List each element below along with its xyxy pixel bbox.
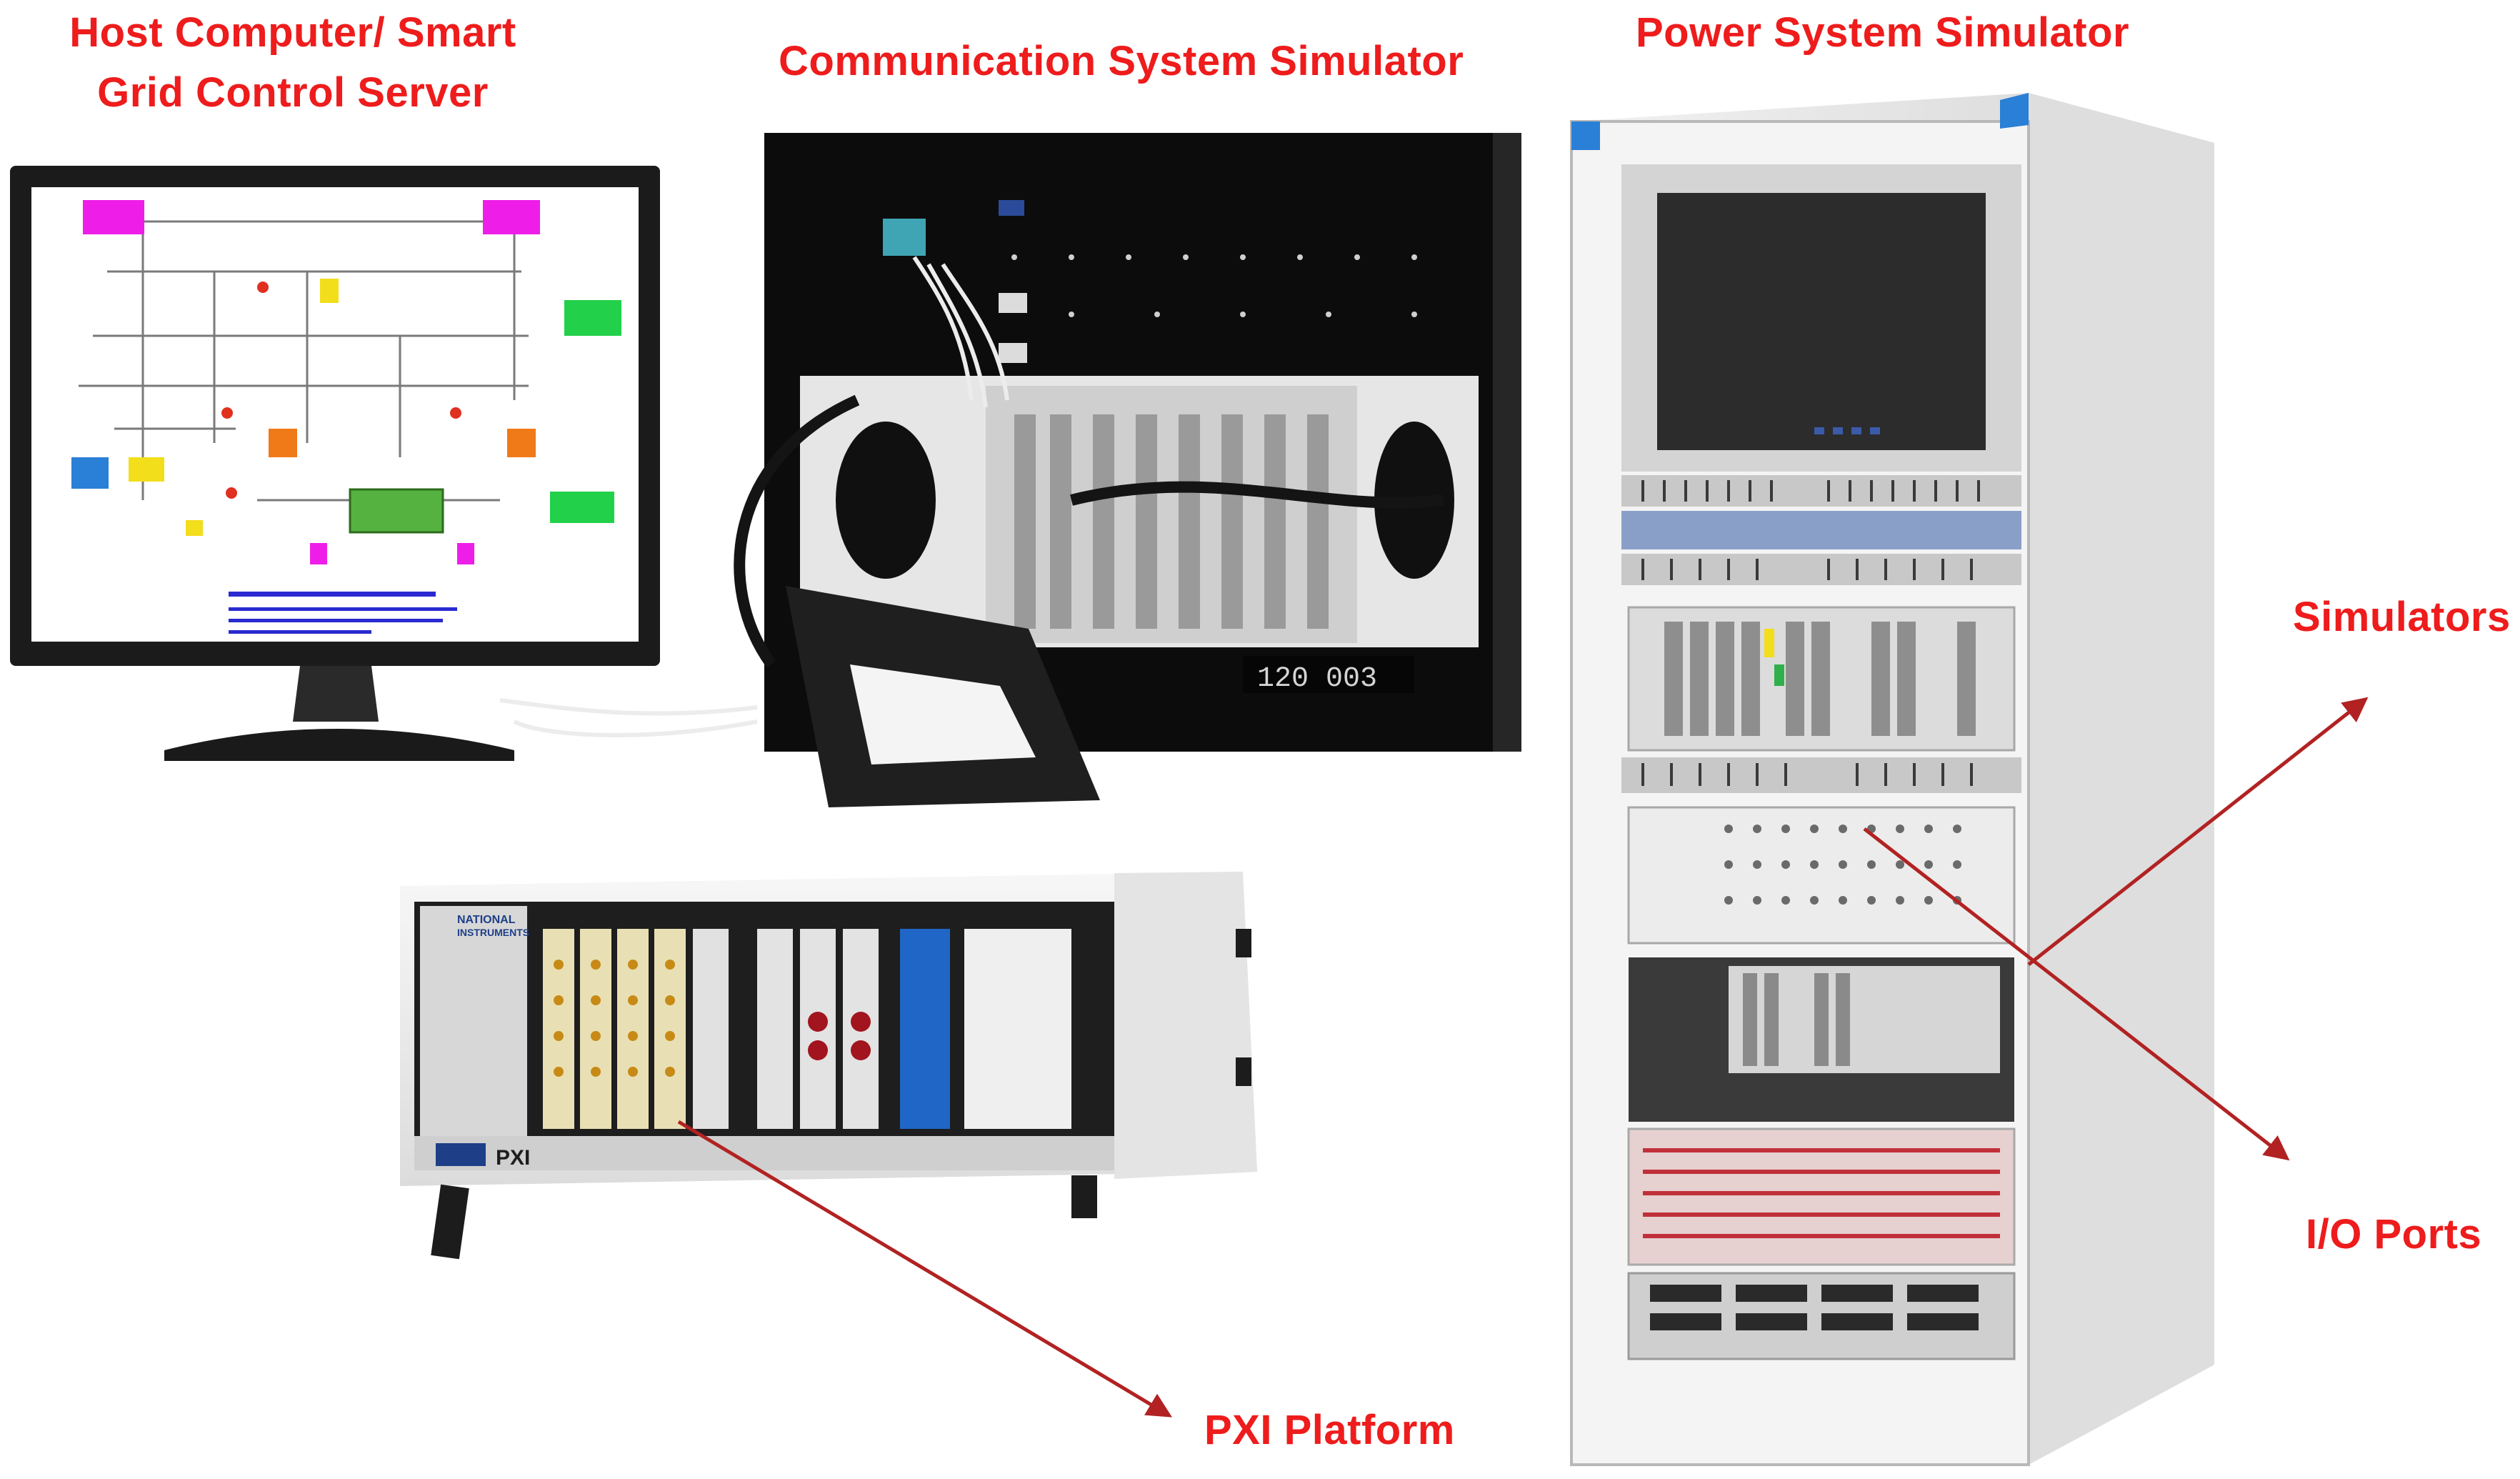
rack-fiber-rows (1643, 1148, 2000, 1238)
comm-connector-blue (999, 200, 1024, 216)
callout-arrows (677, 697, 2369, 1418)
schematic-block-magenta (310, 543, 327, 564)
pxi-smb-connectors (554, 960, 675, 1077)
ni-logo-text: NATIONAL (457, 914, 516, 926)
pxi-module-blue (900, 929, 950, 1129)
schematic-block-yellow (129, 457, 164, 482)
simulators-label: Simulators (2293, 594, 2511, 640)
rack-vent-units (1621, 475, 2021, 793)
rack-storage-bays (1650, 1285, 1979, 1330)
communication-simulator: 120 003 (499, 133, 1521, 807)
comm-lcd-display: 120 003 (1257, 663, 1377, 695)
io-ports-label: I/O Ports (2306, 1211, 2482, 1258)
arrow-to-pxi-platform-label (677, 1120, 1173, 1418)
schematic-block-magenta (457, 543, 474, 564)
screen-caption-lines (229, 592, 457, 634)
comm-pxi-chassis (986, 386, 1357, 643)
rack-corner-blue (1571, 121, 1600, 150)
comm-connector-teal (883, 219, 926, 256)
rack-monitor-screen (1657, 193, 1986, 450)
schematic-block-blue (71, 457, 109, 489)
host-monitor (10, 166, 660, 761)
schematic-block-magenta (483, 200, 540, 234)
comm-black-cables (734, 394, 1444, 668)
arrow-to-simulators-label (2027, 697, 2369, 966)
schematic-block-yellow (186, 520, 203, 536)
power-system-simulator-label: Power System Simulator (1636, 9, 2130, 56)
schematic-block-orange (269, 429, 297, 457)
pxi-chassis-side (1114, 872, 1257, 1179)
host-computer-label: Host Computer/ Smart Grid Control Server (43, 3, 543, 123)
power-system-rack (1570, 93, 2214, 1466)
schematic-block-orange (507, 429, 536, 457)
rack-io-panel (1627, 806, 2016, 945)
communication-simulator-label: Communication System Simulator (779, 38, 1464, 84)
schematic-markers (221, 282, 461, 499)
schematic-display-green (550, 492, 614, 523)
monitor-neck (293, 666, 379, 722)
pxi-badge: PXI (496, 1146, 530, 1170)
pxi-foot (431, 1184, 469, 1260)
rack-simulator-modules (1664, 622, 1976, 736)
comm-top-panel-leds (1011, 254, 1417, 317)
pxi-platform-label: PXI Platform (1204, 1407, 1455, 1453)
comm-pxi-modules (1014, 414, 1329, 629)
schematic-display-green (564, 300, 621, 336)
rack-vent-slots (1641, 480, 1980, 786)
comm-white-cables (499, 256, 1009, 737)
pxi-foot (1071, 1175, 1097, 1218)
pxi-platform-chassis: NATIONAL INSTRUMENTS PXI (400, 872, 1257, 1260)
schematic-block-green (349, 488, 444, 534)
schematic-block-magenta (83, 200, 144, 234)
pxi-controller-module (420, 906, 527, 1163)
pxi-bottom-rail (414, 1136, 1114, 1170)
monitor-base (164, 729, 514, 761)
host-label-line-1: Host Computer/ Smart (69, 9, 516, 56)
host-label-line-2: Grid Control Server (97, 69, 489, 116)
rack-corner-blue (2000, 93, 2029, 129)
rack-monitor-buttons (1814, 427, 1880, 434)
monitor-screen (31, 187, 639, 642)
rack-side-panel (2029, 93, 2214, 1465)
schematic-block-yellow (320, 279, 339, 303)
ni-logo-text: INSTRUMENTS (457, 927, 529, 938)
arrow-to-io-ports-label (1863, 827, 2290, 1161)
pxi-modules (543, 929, 1071, 1129)
pxi-banana-jacks (808, 1012, 871, 1060)
comm-cable-loop (836, 422, 936, 579)
comm-adapter-label (850, 664, 1036, 765)
